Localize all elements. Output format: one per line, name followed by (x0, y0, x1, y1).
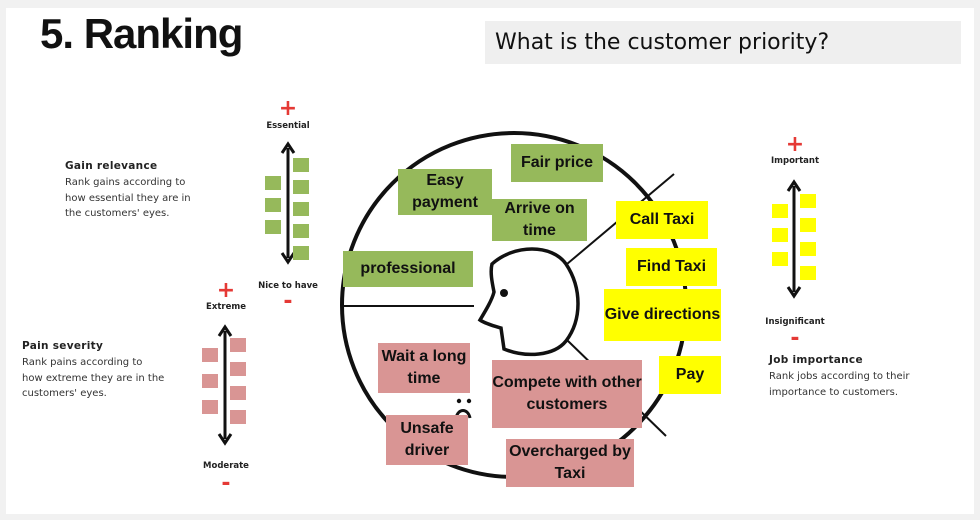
gain-relevance-description: Rank gains according to how essential th… (65, 175, 191, 222)
gain-top-label: Essential (266, 121, 310, 131)
gain-note-professional: professional (343, 251, 473, 287)
job-rank-square (772, 252, 788, 266)
gain-desc-line-2: how essential they are in (65, 192, 191, 204)
pain-desc-line-3: customers' eyes. (22, 388, 107, 399)
pain-rank-square (230, 410, 246, 424)
job-rank-square (800, 242, 816, 256)
job-rank-square (800, 194, 816, 208)
gain-rank-square (293, 224, 309, 238)
job-desc-line-2: importance to customers. (769, 386, 899, 398)
gain-note-arrive-on-time: Arrive on time (492, 199, 587, 241)
pain-rank-square (202, 374, 218, 388)
pain-note-wait-a-long-time: Wait a long time (378, 343, 470, 393)
job-note-give-directions: Give directions (604, 289, 721, 341)
job-note-pay: Pay (659, 356, 721, 394)
job-rank-square (800, 218, 816, 232)
gain-rank-square (265, 220, 281, 234)
gain-desc-line-1: Rank gains according to (65, 177, 186, 188)
gain-note-fair-price: Fair price (511, 144, 603, 182)
gain-rank-square (293, 158, 309, 172)
page-title: 5. Ranking (40, 10, 243, 57)
gain-note-easy-payment: Easy payment (398, 169, 492, 215)
pain-severity-description: Rank pains according to how extreme they… (22, 355, 164, 402)
pain-plus-sign: + (216, 278, 236, 303)
pain-scale-arrow (217, 324, 233, 446)
gain-rank-square (293, 202, 309, 216)
job-rank-square (800, 266, 816, 280)
gain-rank-square (293, 246, 309, 260)
pain-bottom-label: Moderate (203, 461, 249, 471)
pain-rank-square (230, 338, 246, 352)
pain-top-label: Extreme (206, 302, 246, 312)
pain-severity-heading: Pain severity (22, 340, 104, 352)
job-importance-heading: Job importance (769, 354, 863, 366)
job-top-label: Important (770, 156, 820, 166)
job-note-call-taxi: Call Taxi (616, 201, 708, 239)
question-box: What is the customer priority? (485, 21, 961, 64)
gain-rank-square (293, 180, 309, 194)
gain-rank-square (265, 176, 281, 190)
job-importance-description: Rank jobs according to their importance … (769, 369, 909, 400)
pain-rank-square (202, 348, 218, 362)
pain-desc-line-2: how extreme they are in the (22, 372, 165, 384)
pain-note-compete-with-other-customers: Compete with other customers (492, 360, 642, 428)
pain-rank-square (230, 386, 246, 400)
pain-rank-square (230, 362, 246, 376)
job-minus-sign: - (790, 326, 800, 351)
gain-bottom-label: Nice to have (258, 281, 318, 291)
gain-desc-line-3: the customers' eyes. (65, 208, 170, 219)
pain-desc-line-1: Rank pains according to (22, 357, 143, 368)
job-rank-square (772, 204, 788, 218)
gain-relevance-heading: Gain relevance (65, 160, 158, 172)
pain-rank-square (202, 400, 218, 414)
slide: 5. Ranking What is the customer priority… (6, 8, 974, 514)
job-desc-line-1: Rank jobs according to their (769, 371, 910, 382)
gain-scale-arrow (280, 141, 296, 265)
gain-minus-sign: - (283, 289, 293, 314)
job-plus-sign: + (785, 132, 805, 157)
customer-profile-circle (340, 131, 688, 479)
pain-note-overcharged-by-taxi: Overcharged by Taxi (506, 439, 634, 487)
job-rank-square (772, 228, 788, 242)
gain-rank-square (265, 198, 281, 212)
job-note-find-taxi: Find Taxi (626, 248, 717, 286)
job-scale-arrow (786, 179, 802, 299)
pain-note-unsafe-driver: Unsafe driver (386, 415, 468, 465)
job-bottom-label: Insignificant (765, 317, 825, 327)
gain-plus-sign: + (278, 96, 298, 121)
pain-minus-sign: - (221, 471, 231, 496)
